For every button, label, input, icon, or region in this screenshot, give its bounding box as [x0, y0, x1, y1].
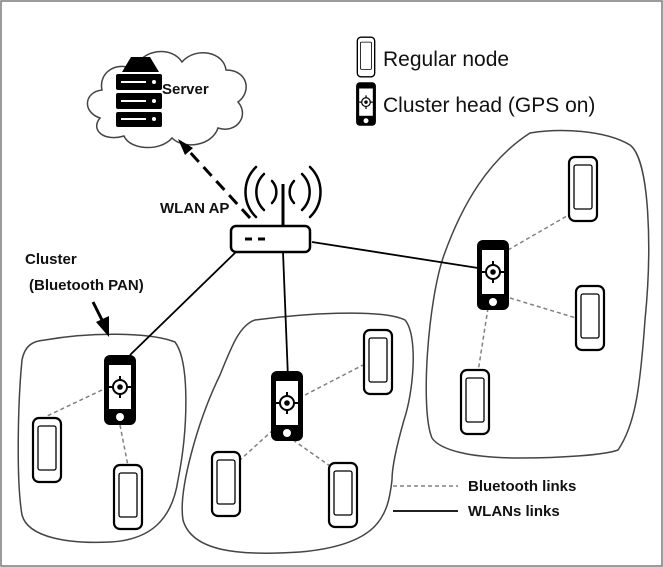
bluetooth-link — [507, 212, 573, 251]
phone-icon — [210, 450, 242, 518]
phone-icon — [356, 36, 376, 78]
server-icon — [116, 57, 162, 127]
legend-bluetooth-links: Bluetooth links — [468, 478, 576, 495]
bluetooth-link — [292, 439, 331, 467]
wlan-link — [129, 249, 239, 356]
bluetooth-link — [46, 389, 103, 417]
phone-icon — [459, 368, 491, 436]
phone-icon — [567, 155, 599, 223]
wlan-link — [282, 251, 289, 379]
wlan-link — [311, 241, 479, 269]
wlan-ap-label: WLAN AP — [160, 200, 229, 217]
bluetooth-link — [477, 307, 489, 373]
phone-icon — [362, 328, 394, 396]
cluster-boundary-middle — [181, 312, 414, 554]
cloud-icon — [86, 50, 247, 149]
bluetooth-link — [119, 424, 129, 467]
cluster-title-label: Cluster — [25, 251, 77, 268]
gps-phone-icon — [476, 239, 510, 311]
cluster-boundary-right — [425, 129, 650, 459]
cluster-pointer-arrow — [91, 301, 109, 337]
bluetooth-link — [239, 429, 274, 461]
phone-icon — [574, 284, 606, 352]
bluetooth-links — [46, 212, 577, 487]
legend-cluster-head: Cluster head (GPS on) — [383, 94, 595, 117]
legend: Regular node Cluster head (GPS on) — [355, 36, 595, 127]
legend-regular-node: Regular node — [383, 48, 509, 71]
wifi-router-icon — [229, 165, 322, 254]
phone-icon — [327, 461, 359, 529]
gps-phone-icon — [103, 354, 137, 426]
cluster-subtitle-label: (Bluetooth PAN) — [29, 277, 144, 294]
uplink-arrow — [178, 139, 252, 220]
phone-icon — [31, 416, 63, 484]
bluetooth-link — [304, 364, 364, 396]
cluster-boundary-left — [17, 333, 187, 544]
phone-icon — [112, 463, 144, 531]
legend-wlan-links: WLANs links — [468, 503, 560, 520]
wlan-links — [129, 241, 479, 379]
gps-phone-icon — [355, 81, 377, 127]
bluetooth-link — [509, 297, 577, 319]
gps-phone-icon — [270, 370, 304, 442]
server-label: Server — [162, 81, 209, 98]
